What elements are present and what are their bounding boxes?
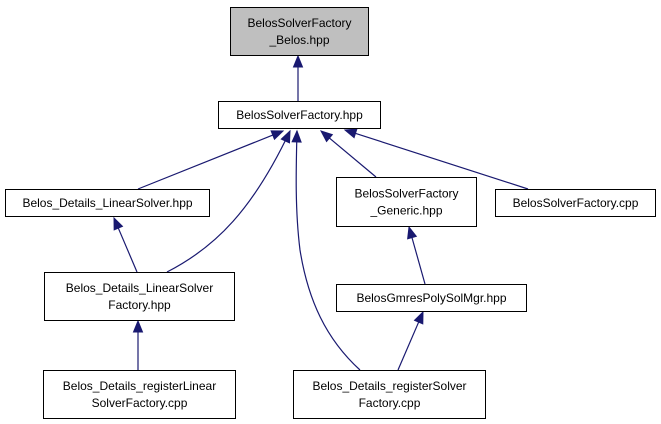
node-label-line: BelosSolverFactory <box>247 16 351 30</box>
node-factory-belos[interactable]: BelosSolverFactory _Belos.hpp <box>230 7 369 56</box>
edge-register_solver-to-factory_hpp <box>291 129 361 371</box>
arrowhead-icon <box>280 129 291 144</box>
edge-line <box>397 320 420 371</box>
node-factory-generic[interactable]: BelosSolverFactory _Generic.hpp <box>336 177 477 227</box>
edge-register_solver-to-gmres_poly <box>397 310 424 371</box>
arrowhead-icon <box>270 130 285 141</box>
node-box <box>44 272 235 321</box>
node-label-line: Belos_Details_registerSolver <box>312 379 466 393</box>
edge-factory_generic-to-factory_hpp <box>319 130 377 178</box>
node-box <box>293 370 486 419</box>
node-label-line: BelosGmresPolySolMgr.hpp <box>356 291 506 305</box>
node-box <box>336 177 477 227</box>
arrowhead-icon <box>413 310 424 325</box>
node-label-line: SolverFactory.cpp <box>92 396 188 410</box>
edge-factory_hpp-to-factory_belos <box>292 54 304 101</box>
node-label-line: Belos_Details_LinearSolver.hpp <box>22 196 192 210</box>
arrowhead-icon <box>319 130 334 143</box>
node-gmres-poly[interactable]: BelosGmresPolySolMgr.hpp <box>336 284 527 312</box>
edge-linear_solver_factory_hpp-to-factory_hpp <box>166 129 291 273</box>
arrowhead-icon <box>343 128 358 139</box>
node-box <box>5 189 210 217</box>
edge-line <box>411 236 426 285</box>
edge-line <box>166 130 291 273</box>
node-label-line: BelosSolverFactory <box>354 187 458 201</box>
node-box <box>43 370 236 419</box>
edge-line <box>117 226 138 273</box>
node-label-line: BelosSolverFactory.cpp <box>513 196 639 210</box>
edge-linear_solver_hpp-to-factory_hpp <box>137 130 285 190</box>
arrowhead-icon <box>113 216 124 231</box>
node-box <box>218 101 381 129</box>
node-label-line: BelosSolverFactory.hpp <box>236 108 363 122</box>
node-box <box>336 284 527 312</box>
arrowhead-icon <box>132 319 144 333</box>
edge-line <box>354 132 529 190</box>
arrowhead-icon <box>291 129 302 143</box>
node-factory-cpp[interactable]: BelosSolverFactory.cpp <box>495 189 656 217</box>
node-label-line: Factory.cpp <box>359 396 421 410</box>
edge-line <box>328 136 377 178</box>
node-linear-solver-hpp[interactable]: Belos_Details_LinearSolver.hpp <box>5 189 210 217</box>
node-label-line: Factory.hpp <box>108 298 171 312</box>
arrowhead-icon <box>407 225 418 240</box>
edge-line <box>295 130 361 371</box>
node-label-line: Belos_Details_LinearSolver <box>66 281 213 295</box>
edge-register_linear-to-linear_solver_factory_hpp <box>132 319 144 370</box>
node-label-line: _Belos.hpp <box>268 33 329 47</box>
graph-nodes: BelosSolverFactory_Belos.hppBelosSolverF… <box>5 7 656 419</box>
node-label-line: _Generic.hpp <box>369 204 442 218</box>
graph-edges <box>113 54 529 371</box>
edge-gmres_poly-to-factory_generic <box>407 225 426 285</box>
node-label-line: Belos_Details_registerLinear <box>63 379 216 393</box>
node-factory-hpp[interactable]: BelosSolverFactory.hpp <box>218 101 381 129</box>
arrowhead-icon <box>292 54 304 68</box>
node-register-linear[interactable]: Belos_Details_registerLinearSolverFactor… <box>43 370 236 419</box>
node-box <box>495 189 656 217</box>
node-box <box>230 7 369 56</box>
edge-line <box>137 134 274 190</box>
edge-factory_cpp-to-factory_hpp <box>343 128 529 190</box>
edge-linear_solver_factory_hpp-to-linear_solver_hpp <box>113 216 138 273</box>
